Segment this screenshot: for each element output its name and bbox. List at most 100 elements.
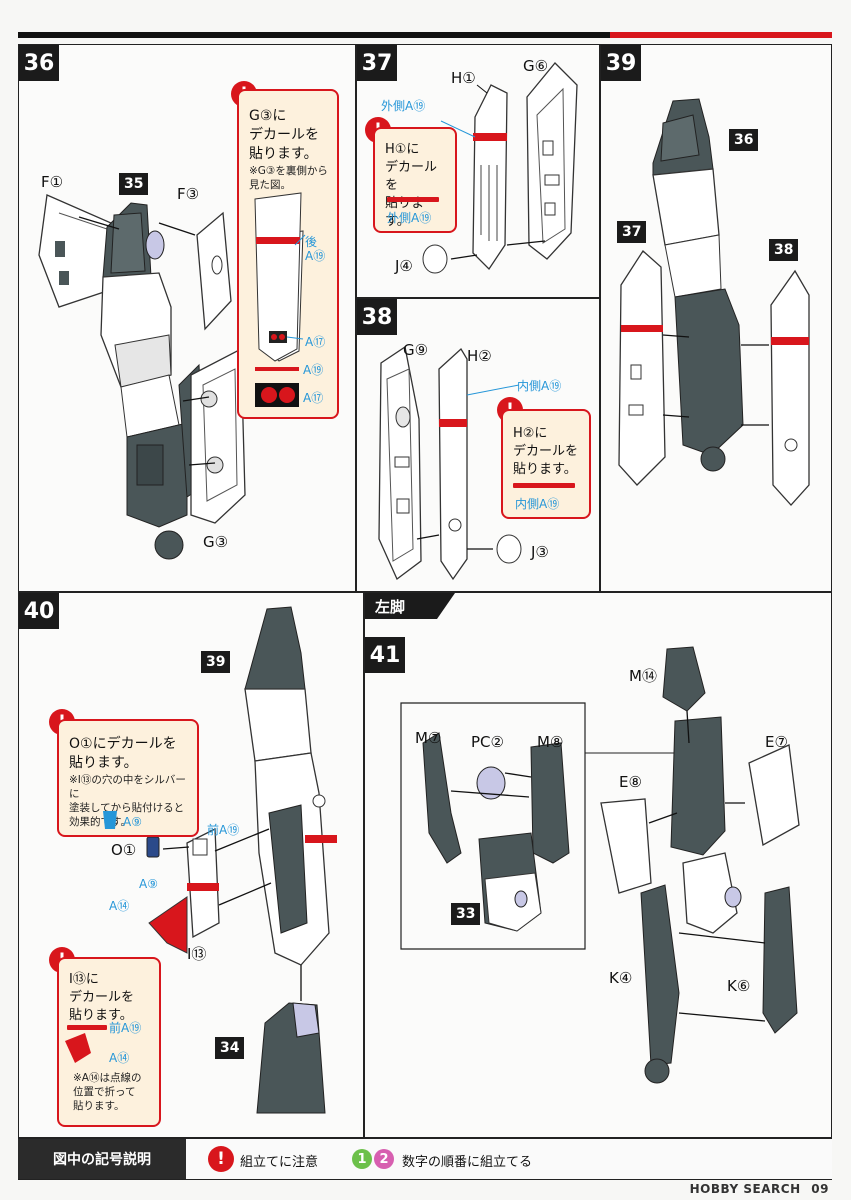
decal-a14-label: A⑭ [109, 1051, 130, 1065]
note-line: H①に [385, 142, 420, 157]
note-small: 塗装してから貼付けると [69, 802, 185, 814]
step-number: 39 [601, 45, 641, 81]
decal-red-bar [387, 197, 439, 202]
step-38-panel: 38 G⑨ H② J③ 内側A⑲ ! H②に デカールを 貼ります。 内側A⑲ [356, 298, 600, 592]
decal-red-bar [67, 1025, 107, 1030]
part-f1-label: F① [41, 173, 64, 191]
a9-decal-swatch [103, 811, 117, 829]
part-e7-label: E⑦ [765, 733, 788, 751]
note-line: 貼ります。 [513, 462, 577, 477]
step-38-illustration [378, 345, 522, 581]
step-39-illustration [618, 98, 810, 506]
decal-note-o1: O①にデカールを 貼ります。 ※I⑬の穴の中をシルバーに 塗装してから貼付けると… [57, 719, 199, 837]
part-g3-label: G③ [203, 533, 229, 551]
part-f3-label: F③ [177, 185, 200, 203]
decal-label: 外側A⑲ [387, 211, 432, 225]
part-j4-label: J④ [395, 257, 413, 275]
ref-step-34: 34 [215, 1037, 245, 1059]
part-pc2-label: PC② [471, 733, 504, 751]
ref-step-39: 39 [201, 651, 231, 673]
legend-order-text: 数字の順番に組立てる [402, 1155, 533, 1170]
watermark: HOBBY SEARCH 09 [690, 1182, 829, 1196]
note-small: ※A⑭は点線の [73, 1072, 142, 1084]
part-h1-label: H① [451, 69, 476, 87]
part-h2-label: H② [467, 347, 492, 365]
step-41-panel: 左脚 41 M⑭ M⑦ PC② M⑧ E⑦ E⑧ K④ K⑥ 33 [364, 592, 832, 1138]
note-small: 位置で折って [73, 1086, 136, 1098]
order-number-icon: 1 [352, 1149, 372, 1169]
header-rule [18, 32, 832, 38]
ref-step-37: 37 [617, 221, 647, 243]
part-k4-label: K④ [609, 969, 633, 987]
decal-front-a19-label: 前A⑲ [207, 823, 240, 837]
decal-front-a19-label: 前A⑲ [109, 1021, 142, 1035]
part-m14-label: M⑭ [629, 667, 657, 685]
ref-step-35: 35 [119, 173, 149, 195]
decal-label: 内側A⑲ [515, 497, 560, 511]
decal-rear-label: 後 [305, 235, 318, 249]
note-line: 貼ります。 [69, 755, 138, 771]
note-line: デカールを [385, 160, 438, 193]
step-number: 36 [19, 45, 59, 81]
a14-decal-swatch [65, 1033, 91, 1063]
step-41-illustration [400, 646, 800, 1084]
step-37-panel: 37 H① G⑥ J④ 外側A⑲ ! H①に デカールを 貼ります。 外側A⑲ [356, 44, 600, 298]
part-m8-label: M⑧ [537, 733, 564, 751]
note-line: デカールを [69, 990, 135, 1005]
note-line: I⑬に [69, 972, 99, 987]
note-line: 貼ります。 [69, 1008, 133, 1023]
step-40-illustration [146, 606, 337, 1114]
legend-caution-text: 組立てに注意 [240, 1155, 319, 1170]
symbol-legend: 図中の記号説明 ! 組立てに注意 1 2 数字の順番に組立てる [18, 1138, 832, 1180]
note-small: ※I⑬の穴の中をシルバーに [69, 774, 186, 800]
step-40-panel: 40 39 34 O① I⑬ 前A⑲ A⑨ A⑭ ! O①にデカールを 貼ります… [18, 592, 364, 1138]
part-e8-label: E⑧ [619, 773, 642, 791]
step-number: 40 [19, 593, 59, 629]
step-36-illustration [38, 194, 246, 560]
step-36-panel: 36 F① F③ G③ 35 ! [18, 44, 356, 592]
watermark-text: HOBBY SEARCH [689, 1182, 801, 1196]
step-number: 38 [357, 299, 397, 335]
decal-a14-label: A⑭ [109, 899, 130, 913]
decal-a9-label: A⑨ [123, 815, 142, 829]
decal-note-h1: H①に デカールを 貼ります。 外側A⑲ [373, 127, 457, 233]
part-i13-label: I⑬ [187, 945, 207, 963]
decal-inner-label: 内側A⑲ [517, 379, 562, 393]
decal-a17-label: A⑰ [305, 335, 326, 349]
note-line: デカールを [513, 444, 579, 459]
decal-note-h2: H②に デカールを 貼ります。 内側A⑲ [501, 409, 591, 519]
order-number-icon: 2 [374, 1149, 394, 1169]
step-number: 41 [365, 637, 405, 673]
ref-step-33: 33 [451, 903, 481, 925]
note-line: O①にデカールを [69, 736, 177, 752]
decal-a17-label: A⑰ [303, 391, 324, 405]
step-39-panel: 39 36 37 38 [600, 44, 832, 592]
note-line: H②に [513, 426, 548, 441]
decal-a9-label: A⑨ [139, 877, 158, 891]
ref-step-38: 38 [769, 239, 799, 261]
header-accent [610, 32, 832, 38]
decal-a19-label: A⑲ [303, 363, 324, 377]
note-small: 貼ります。 [73, 1100, 125, 1112]
part-o1-label: O① [111, 841, 137, 859]
legend-title: 図中の記号説明 [18, 1139, 186, 1179]
decal-red-bar [513, 483, 575, 488]
ref-step-36: 36 [729, 129, 759, 151]
part-j3-label: J③ [531, 543, 549, 561]
part-g6-label: G⑥ [523, 57, 549, 75]
decal-a19-label: A⑲ [305, 249, 326, 263]
decal-outer-label: 外側A⑲ [381, 99, 426, 113]
decal-note-i13: I⑬に デカールを 貼ります。 前A⑲ A⑭ ※A⑭は点線の 位置で折って 貼り… [57, 957, 161, 1127]
part-k6-label: K⑥ [727, 977, 751, 995]
part-m7-label: M⑦ [415, 729, 442, 747]
note-line: 貼ります。 [249, 146, 318, 162]
note-line: G③に [249, 108, 287, 124]
note-small: 見た図。 [249, 179, 291, 191]
part-g9-label: G⑨ [403, 341, 429, 359]
note-line: デカールを [249, 127, 319, 143]
g3-decal-diagram [254, 192, 306, 407]
note-small: ※G③を裏側から [249, 165, 328, 177]
step-number: 37 [357, 45, 397, 81]
page-number: 09 [811, 1182, 829, 1196]
step-37-illustration [422, 62, 578, 274]
